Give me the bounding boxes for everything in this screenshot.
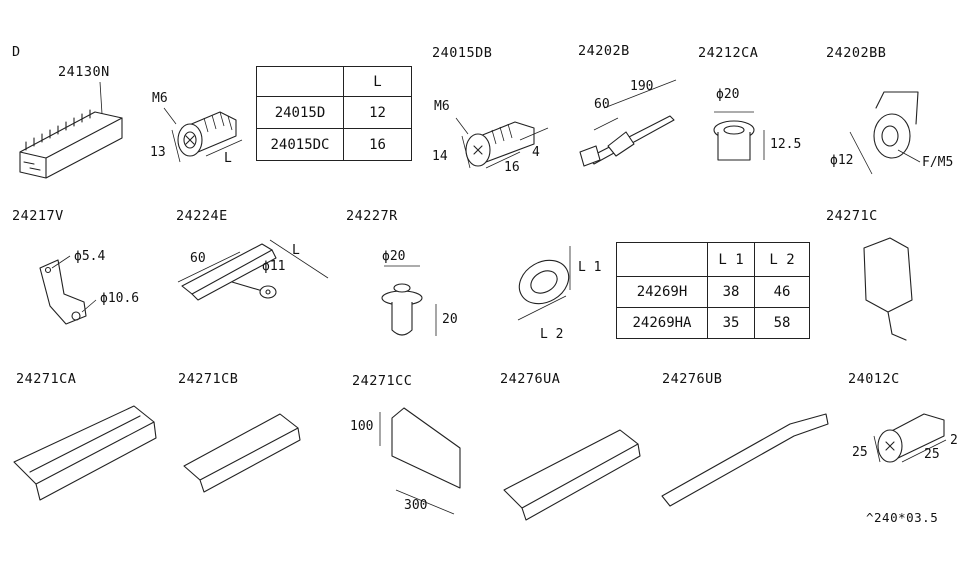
table1-part: 24015DC — [256, 128, 344, 161]
cable-tie-drawing — [579, 79, 677, 167]
length-table-24269H: L 1 L 2 24269H 38 46 24269HA 35 58 — [616, 242, 810, 339]
dim-clip-thread: F/M5 — [922, 155, 954, 170]
table2-l2: 58 — [754, 307, 810, 339]
footer-code: ^240*03.5 — [866, 510, 939, 525]
part-label-24015DB: 24015DB — [432, 45, 493, 61]
flange-nut-drawing — [713, 111, 765, 161]
table1-value: 12 — [343, 96, 412, 129]
protector-drawing-ub — [661, 413, 829, 507]
dim-pad-100: 100 — [350, 419, 374, 434]
pad-drawing — [379, 407, 461, 515]
table2-l1: 35 — [707, 307, 755, 339]
part-label-24224E: 24224E — [176, 208, 228, 224]
table2-part: 24269H — [616, 276, 708, 308]
bracket-drawing — [39, 255, 97, 325]
part-label-24217V: 24217V — [12, 208, 64, 224]
part-label-24271CA: 24271CA — [16, 371, 77, 387]
dim-push-clip-dia: ϕ20 — [382, 249, 406, 264]
section-letter: D — [12, 44, 21, 60]
dim-grommet-L2: L 2 — [540, 327, 564, 342]
protector-drawing-cb — [183, 413, 301, 493]
dim-bolt2-16: 16 — [504, 160, 520, 175]
table2-header-l1: L 1 — [707, 242, 755, 277]
cover-plate-drawing — [863, 237, 913, 341]
dim-bracket-106: ϕ10.6 — [100, 291, 140, 306]
dim-bolt3-25a: 25 — [852, 445, 868, 460]
protector-drawing-ua — [503, 429, 641, 521]
push-clip-drawing — [381, 265, 437, 336]
part-label-24130N: 24130N — [58, 64, 110, 80]
dim-grommet-L1: L 1 — [578, 260, 602, 275]
table2-corner — [616, 242, 708, 277]
spring-clip-drawing — [849, 91, 921, 175]
dim-tie-190: 190 — [630, 79, 654, 94]
dim-bolt1-13: 13 — [150, 145, 166, 160]
dim-bolt2-thread: M6 — [434, 99, 450, 114]
dim-pad-300: 300 — [404, 498, 428, 513]
table2-l2: 46 — [754, 276, 810, 308]
part-label-24202B: 24202B — [578, 43, 630, 59]
bolt-drawing-3 — [873, 413, 947, 463]
dim-bolt2-14: 14 — [432, 149, 448, 164]
dim-bolt1-thread: M6 — [152, 91, 168, 106]
table1-header: L — [343, 66, 412, 97]
dim-bolt3-25b: 25 — [924, 447, 940, 462]
bolt-drawing-1 — [163, 107, 243, 163]
dim-tie-60: 60 — [594, 97, 610, 112]
table2-header-l2: L 2 — [754, 242, 810, 277]
connector-block-drawing — [19, 81, 123, 179]
harness-clip-drawing — [177, 239, 329, 301]
part-label-24202BB: 24202BB — [826, 45, 887, 61]
part-label-24276UB: 24276UB — [662, 371, 723, 387]
bolt-drawing-2 — [455, 117, 549, 169]
part-label-24212CA: 24212CA — [698, 45, 759, 61]
grommet-drawing — [517, 246, 571, 321]
dim-clip-60: 60 — [190, 251, 206, 266]
table1-part: 24015D — [256, 96, 344, 129]
dim-clip-11: ϕ11 — [262, 259, 286, 274]
table1-corner — [256, 66, 344, 97]
part-label-24271CC: 24271CC — [352, 373, 413, 389]
table2-l1: 38 — [707, 276, 755, 308]
protector-drawing-ca — [13, 405, 157, 501]
table1-value: 16 — [343, 128, 412, 161]
part-label-24276UA: 24276UA — [500, 371, 561, 387]
part-label-24271C: 24271C — [826, 208, 878, 224]
dim-bolt2-4: 4 — [532, 145, 540, 160]
length-table-24015D: L 24015D 12 24015DC 16 — [256, 66, 412, 161]
table2-part: 24269HA — [616, 307, 708, 339]
dim-nut-height: 12.5 — [770, 137, 802, 152]
dim-nut-dia: ϕ20 — [716, 87, 740, 102]
part-label-24012C: 24012C — [848, 371, 900, 387]
dim-bracket-54: ϕ5.4 — [74, 249, 106, 264]
dim-bolt1-L: L — [224, 151, 232, 166]
dim-clip-L: L — [292, 243, 300, 258]
dim-bolt3-2: 2 — [950, 433, 958, 448]
part-label-24227R: 24227R — [346, 208, 398, 224]
dim-clip-dia: ϕ12 — [830, 153, 854, 168]
dim-push-clip-20: 20 — [442, 312, 458, 327]
part-label-24271CB: 24271CB — [178, 371, 239, 387]
